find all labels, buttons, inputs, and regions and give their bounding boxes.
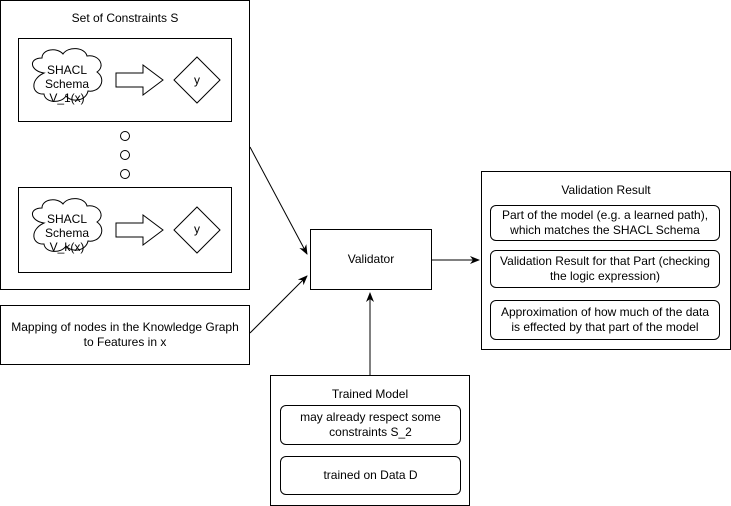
schema-1-cloud	[32, 48, 103, 102]
ellipsis-dot-3	[120, 169, 130, 179]
validation-result-item-result: Validation Result for that Part (checkin…	[490, 250, 720, 288]
validation-result-item-approximation: Approximation of how much of the data is…	[490, 300, 720, 340]
ellipsis-dot-1	[120, 131, 130, 141]
validation-result-item-part: Part of the model (e.g. a learned path),…	[490, 205, 720, 241]
schema-k-cloud	[32, 198, 103, 252]
validator-box: Validator	[310, 229, 432, 290]
schema-k-output-diamond	[173, 206, 221, 254]
schema-k-line1: SHACL	[47, 212, 87, 226]
mapping-box: Mapping of nodes in the Knowledge Graph …	[0, 305, 250, 365]
arrow-constraints-to-validator	[249, 146, 308, 255]
mapping-text: Mapping of nodes in the Knowledge Graph …	[11, 320, 239, 349]
schema-k-output-label: y	[194, 222, 200, 236]
schema-1-line1: SHACL	[47, 63, 87, 77]
ellipsis-dot-2	[120, 150, 130, 160]
trained-model-item-data: trained on Data D	[280, 456, 461, 495]
schema-1-line2: Schema	[45, 77, 89, 91]
trained-model-item-constraints: may already respect some constraints S_2	[280, 405, 461, 445]
schema-1-block-arrow	[115, 64, 164, 96]
validation-result-item3-text: Approximation of how much of the data is…	[500, 305, 710, 334]
trained-model-item2-text: trained on Data D	[323, 468, 418, 482]
validation-result-item1-text: Part of the model (e.g. a learned path),…	[501, 208, 709, 237]
trained-model-title: Trained Model	[331, 387, 409, 401]
trained-model-item1-text: may already respect some constraints S_2	[300, 410, 441, 439]
arrow-mapping-to-validator	[249, 275, 308, 334]
schema-k-line2: Schema	[45, 226, 89, 240]
validation-result-item2-text: Validation Result for that Part (checkin…	[500, 254, 710, 283]
schema-1-line3: V_1(x)	[49, 91, 84, 105]
schema-k-block-arrow	[115, 214, 164, 246]
validation-result-title: Validation Result	[561, 183, 651, 197]
constraints-title: Set of Constraints S	[71, 11, 179, 25]
schema-1-output-label: y	[194, 73, 200, 87]
schema-k-line3: V_k(x)	[50, 240, 85, 254]
validator-label: Validator	[347, 252, 395, 266]
schema-1-output-diamond	[173, 56, 221, 104]
